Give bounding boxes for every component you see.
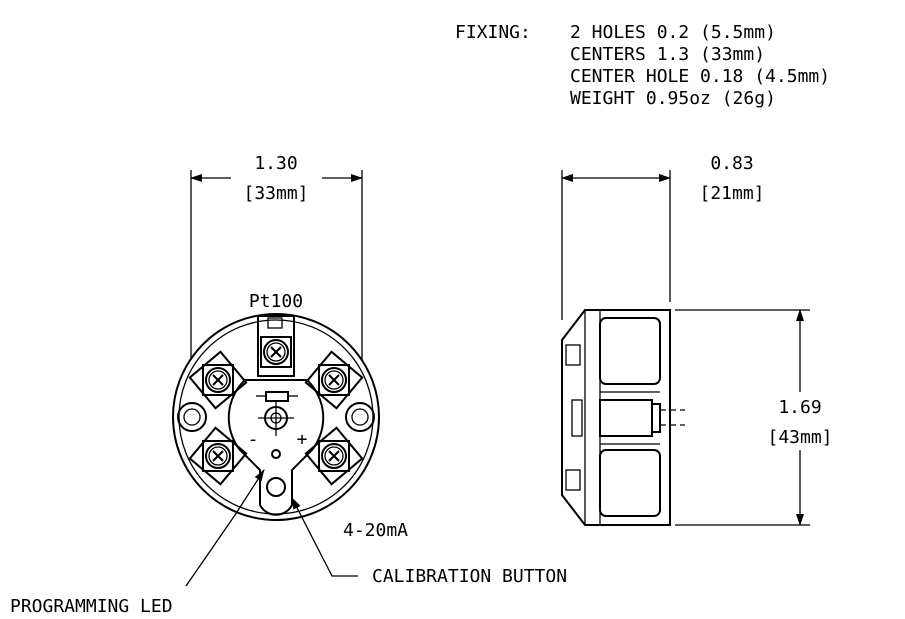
polarity-minus: - (248, 429, 259, 450)
calibration-button (266, 477, 286, 497)
fixing-weight: WEIGHT 0.95oz (26g) (570, 88, 776, 109)
fixing-label: FIXING: (455, 22, 531, 43)
mounting-hole-right (345, 402, 375, 432)
terminal-screw-upper-right (318, 364, 350, 396)
depth-inches: 0.83 (710, 153, 753, 174)
front-view: - + (172, 313, 380, 521)
programming-label: PROGRAMMING LED (10, 596, 173, 617)
terminal-screw-lower-right (318, 440, 350, 472)
programming-led-leader (185, 469, 265, 587)
side-view (561, 309, 685, 526)
height-inches: 1.69 (778, 397, 821, 418)
calibration-label: CALIBRATION BUTTON (372, 566, 567, 587)
fixing-center-hole: CENTER HOLE 0.18 (4.5mm) (570, 66, 830, 87)
fixing-holes: 2 HOLES 0.2 (5.5mm) (570, 22, 776, 43)
programming-led (271, 449, 281, 459)
terminal-screw-top (260, 336, 292, 368)
width-dimension: 1.30 [33mm] (190, 153, 363, 360)
height-dimension: 1.69 [43mm] (675, 309, 833, 526)
calibration-button-leader (291, 497, 358, 577)
terminal-screw-upper-left (202, 364, 234, 396)
output-label: 4-20mA (343, 520, 408, 541)
width-inches: 1.30 (254, 153, 297, 174)
terminal-screw-lower-left (202, 440, 234, 472)
fixing-centers: CENTERS 1.3 (33mm) (570, 44, 765, 65)
depth-dimension: 0.83 [21mm] (561, 153, 765, 320)
depth-mm: [21mm] (699, 183, 764, 204)
height-mm: [43mm] (767, 427, 832, 448)
mounting-hole-left (177, 402, 207, 432)
polarity-plus: + (297, 429, 308, 450)
sensor-label: Pt100 (249, 291, 303, 312)
width-mm: [33mm] (243, 183, 308, 204)
